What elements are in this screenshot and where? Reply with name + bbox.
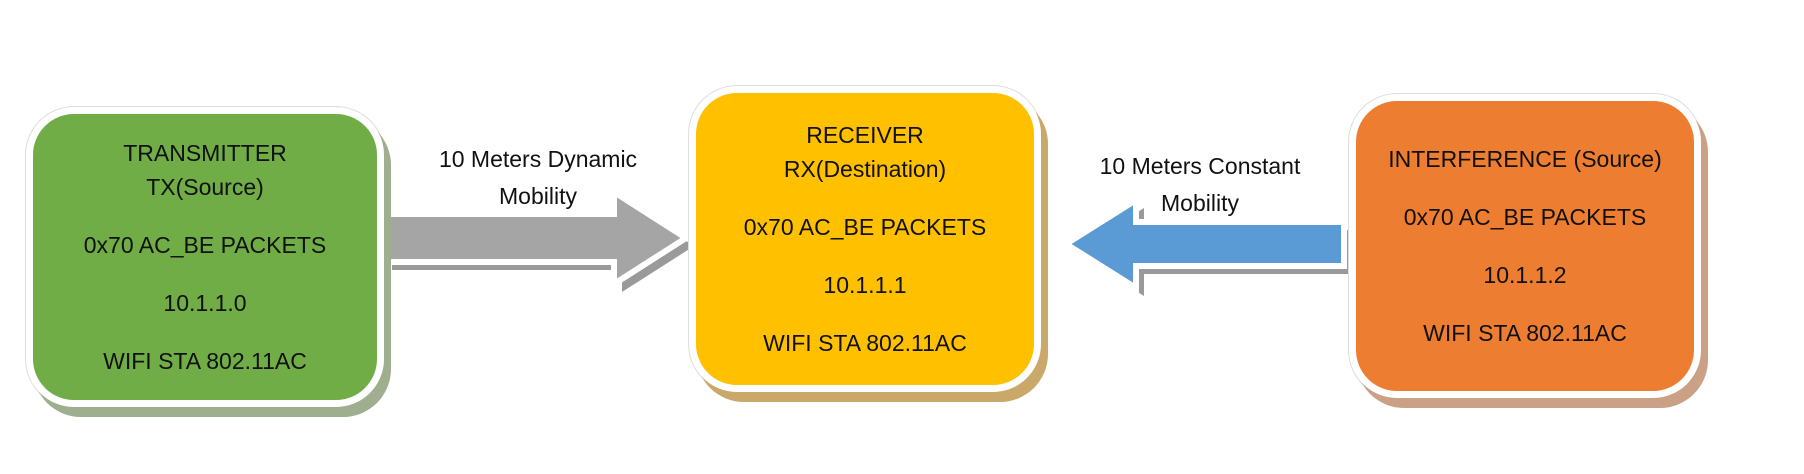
transmitter-node: TRANSMITTER TX(Source) 0x70 AC_BE PACKET… [26,107,384,407]
receiver-ip: 10.1.1.1 [823,272,907,298]
receiver-packets: 0x70 AC_BE PACKETS [743,214,987,240]
tx-to-rx-label: 10 Meters Dynamic Mobility [420,141,656,215]
transmitter-title: TRANSMITTER [123,140,287,166]
interference-packets: 0x70 AC_BE PACKETS [1403,204,1647,230]
receiver-node: RECEIVER RX(Destination) 0x70 AC_BE PACK… [689,86,1041,392]
receiver-title: RECEIVER [806,122,924,148]
arrow-if-to-rx [1060,194,1347,294]
tx-to-rx-label-line2: Mobility [499,183,577,209]
interference-standard: WIFI STA 802.11AC [1423,320,1627,346]
tx-to-rx-label-line1: 10 Meters Dynamic [438,146,638,172]
transmitter-standard: WIFI STA 802.11AC [103,348,307,374]
transmitter-role: TX(Source) [146,174,264,200]
if-to-rx-label-line2: Mobility [1161,190,1239,216]
receiver-standard: WIFI STA 802.11AC [763,330,967,356]
if-to-rx-label: 10 Meters Constant Mobility [1080,148,1320,222]
transmitter-ip: 10.1.1.0 [163,290,247,316]
receiver-role: RX(Destination) [783,156,947,182]
interference-node: INTERFERENCE (Source) 0x70 AC_BE PACKETS… [1349,94,1701,398]
transmitter-packets: 0x70 AC_BE PACKETS [83,232,327,258]
if-to-rx-label-line1: 10 Meters Constant [1099,153,1301,179]
interference-ip: 10.1.1.2 [1483,262,1567,288]
arrow-tx-to-rx [381,186,692,290]
interference-title: INTERFERENCE (Source) [1388,146,1662,172]
